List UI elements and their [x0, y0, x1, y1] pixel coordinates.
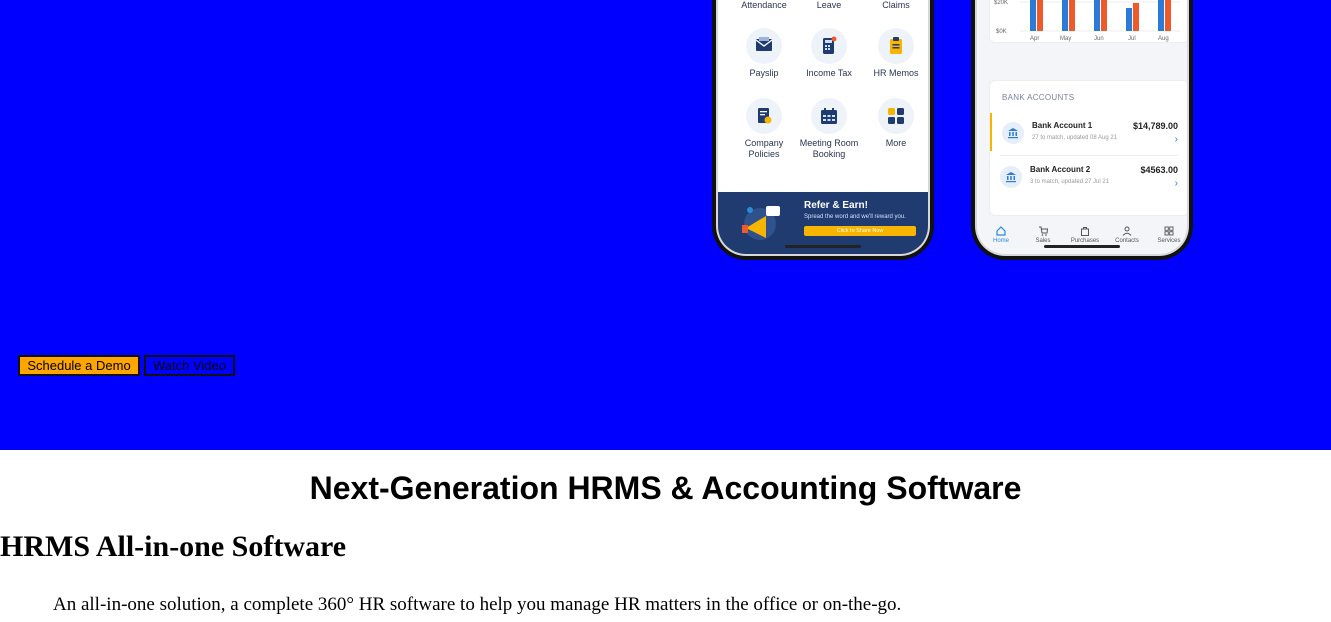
chart-bar [1094, 0, 1100, 31]
grid-icon [1149, 224, 1187, 238]
tab-purchases[interactable]: Purchases [1065, 224, 1105, 244]
grid-item-attendance: Attendance [728, 0, 800, 11]
bottom-tab-bar: Home Sales Purchases Contacts Services [977, 224, 1187, 252]
account-name: Bank Account 1 [1032, 121, 1093, 130]
x-tick: Apr [1030, 36, 1039, 42]
phone-mockup-accounting: $20K $0K Apr May Jun Jul Aug [971, 0, 1193, 260]
bank-icon [1002, 122, 1024, 144]
page-tagline: Next-Generation HRMS & Accounting Softwa… [309, 470, 1022, 506]
phone-screen-hr: Attendance Leave Claims Payslip [716, 0, 930, 256]
grid-item-hr-memos: HR Memos [860, 28, 928, 79]
schedule-demo-button[interactable]: Schedule a Demo [18, 355, 140, 376]
grid-label: Leave [816, 0, 842, 10]
phone-mockup-hr: Attendance Leave Claims Payslip [712, 0, 934, 260]
grid-item-more: More [860, 98, 928, 149]
grid-label: Meeting Room Booking [799, 138, 859, 159]
grid-label: HR Memos [873, 68, 919, 78]
account-amount: $14,789.00 [1132, 121, 1178, 131]
chart-bar [1101, 0, 1107, 31]
hero-banner: Attendance Leave Claims Payslip [0, 0, 1331, 450]
megaphone-icon [736, 200, 786, 244]
meeting-room-icon [811, 98, 847, 134]
payslip-icon [746, 28, 782, 64]
x-tick: May [1060, 36, 1071, 42]
grid-label: Attendance [741, 0, 787, 10]
chart-bar [1126, 8, 1132, 31]
tab-sales[interactable]: Sales [1023, 224, 1063, 244]
tab-home[interactable]: Home [981, 224, 1021, 244]
account-subtext: 3 to match, updated 27 Jul 21 [1030, 179, 1110, 185]
income-tax-icon [811, 28, 847, 64]
grid-item-payslip: Payslip [728, 28, 800, 79]
bank-icon [1000, 166, 1022, 188]
divider [1000, 155, 1178, 156]
revenue-chart-svg: $20K $0K Apr May Jun Jul Aug [994, 0, 1180, 42]
hr-memos-icon [878, 28, 914, 64]
grid-label: Claims [882, 0, 910, 10]
chart-bar [1030, 0, 1036, 31]
tab-label: Purchases [1070, 238, 1100, 244]
watch-video-button[interactable]: Watch Video [144, 355, 235, 376]
home-icon [981, 224, 1021, 238]
chart-bar [1062, 0, 1068, 31]
account-subtext: 27 to match, updated 08 Aug 21 [1032, 135, 1118, 141]
company-policies-icon [746, 98, 782, 134]
revenue-chart: $20K $0K Apr May Jun Jul Aug [989, 0, 1187, 43]
chart-bar [1069, 0, 1075, 31]
tab-contacts[interactable]: Contacts [1107, 224, 1147, 244]
share-now-button[interactable]: Click to Share Now [804, 226, 916, 236]
grid-item-income-tax: Income Tax [793, 28, 865, 79]
more-icon [878, 98, 914, 134]
bag-icon [1065, 224, 1105, 238]
chart-bar [1165, 0, 1171, 31]
bank-accounts-card: BANK ACCOUNTS Bank Account 1 27 to match… [989, 80, 1187, 216]
home-indicator [1044, 245, 1120, 248]
tab-label: Services [1157, 238, 1181, 244]
y-tick: $20K [994, 0, 1008, 6]
cart-icon [1023, 224, 1063, 238]
bank-accounts-title: BANK ACCOUNTS [1002, 93, 1075, 102]
bank-account-row[interactable]: Bank Account 1 27 to match, updated 08 A… [990, 113, 1187, 151]
refer-earn-banner[interactable]: Refer & Earn! Spread the word and we'll … [718, 192, 928, 254]
chart-bar [1133, 3, 1139, 31]
chart-bar [1158, 0, 1164, 31]
x-tick: Aug [1158, 36, 1169, 42]
x-tick: Jul [1128, 36, 1136, 42]
section-heading: HRMS All-in-one Software [0, 530, 347, 563]
tab-label: Sales [1035, 238, 1051, 244]
section-description: An all-in-one solution, a complete 360° … [53, 594, 902, 615]
refer-subtitle: Spread the word and we'll reward you. [804, 214, 906, 220]
refer-title: Refer & Earn! [804, 200, 868, 211]
chevron-right-icon[interactable]: › [1174, 178, 1178, 189]
chevron-right-icon[interactable]: › [1174, 134, 1178, 145]
phone-screen-accounting: $20K $0K Apr May Jun Jul Aug [975, 0, 1189, 256]
grid-label: Payslip [749, 68, 779, 78]
grid-label: Company Policies [744, 138, 784, 159]
x-tick: Jun [1094, 36, 1104, 42]
account-amount: $4563.00 [1140, 165, 1178, 175]
grid-item-meeting-room: Meeting Room Booking [793, 98, 865, 160]
grid-item-company-policies: Company Policies [728, 98, 800, 160]
grid-item-claims: Claims [860, 0, 928, 11]
home-indicator [785, 245, 861, 248]
tab-label: Contacts [1115, 238, 1139, 244]
tab-label: Home [992, 238, 1009, 244]
tab-services[interactable]: Services [1149, 224, 1187, 244]
account-name: Bank Account 2 [1030, 165, 1091, 174]
y-tick: $0K [996, 29, 1007, 35]
grid-label: Income Tax [806, 68, 852, 78]
bank-account-row[interactable]: Bank Account 2 3 to match, updated 27 Ju… [990, 157, 1187, 195]
person-icon [1107, 224, 1147, 238]
grid-label: More [885, 138, 907, 148]
grid-item-leave: Leave [793, 0, 865, 11]
chart-bar [1037, 0, 1043, 31]
